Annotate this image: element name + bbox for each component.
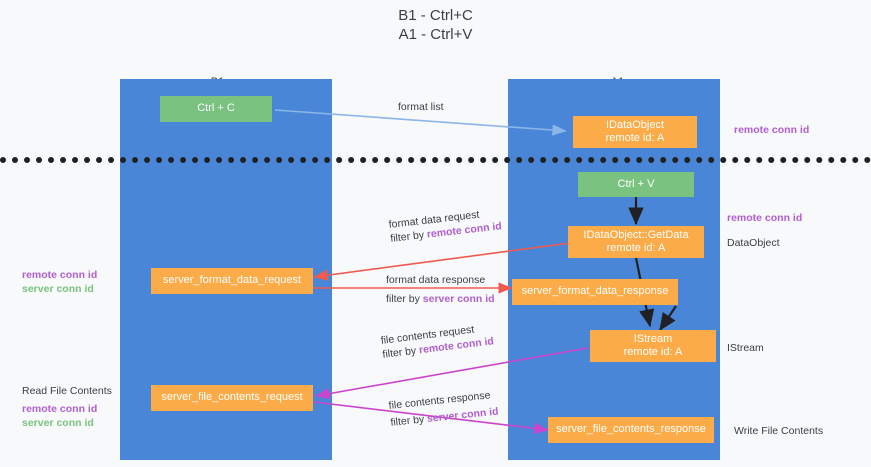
- edge-label-format-list: format list: [398, 101, 444, 113]
- edge-label-format-data-response: format data response filter by server co…: [386, 273, 495, 306]
- annotation-left-server-conn-id: server conn id: [22, 283, 94, 295]
- annotation-right-write-file-contents: Write File Contents: [734, 425, 824, 437]
- node-ctrl-c[interactable]: Ctrl + C: [160, 96, 272, 122]
- edge-label-format-data-request: format data request filter by remote con…: [388, 205, 502, 246]
- annotation-left-remote-conn-id: remote conn id: [22, 269, 98, 281]
- filter-prefix: filter by: [386, 293, 423, 305]
- annotation-right-remote-conn-id-mid: remote conn id: [727, 212, 803, 224]
- edge-label-format-data-response-main: format data response: [386, 274, 486, 286]
- filter-prefix: filter by: [381, 344, 420, 361]
- filter-prefix: filter by: [389, 413, 428, 429]
- node-server-format-data-request[interactable]: server_format_data_request: [151, 268, 313, 294]
- edge-label-file-contents-response: file contents response filter by server …: [388, 388, 499, 430]
- annotation-right-remote-conn-id-top: remote conn id: [734, 124, 810, 136]
- filter-key-server-conn-id: server conn id: [426, 405, 500, 425]
- annotation-left-read-file-contents: Read File Contents: [22, 385, 112, 397]
- edge-label-format-data-response-filter: filter by server conn id: [386, 292, 495, 306]
- edge-label-file-contents-request: file contents request filter by remote c…: [380, 320, 495, 361]
- annotation-left-remote-conn-id-2: remote conn id: [22, 403, 98, 415]
- filter-key-server-conn-id: server conn id: [422, 293, 495, 305]
- annotation-right-istream: IStream: [727, 342, 764, 354]
- annotation-left-server-conn-id-2: server conn id: [22, 417, 94, 429]
- phase-divider: [0, 157, 871, 163]
- filter-prefix: filter by: [389, 228, 428, 245]
- node-server-file-contents-request[interactable]: server_file_contents_request: [151, 385, 313, 411]
- node-server-file-contents-response[interactable]: server_file_contents_response: [548, 417, 714, 443]
- node-ctrl-v[interactable]: Ctrl + V: [578, 172, 694, 197]
- annotation-right-dataobject: DataObject: [727, 237, 780, 249]
- node-server-format-data-response[interactable]: server_format_data_response: [512, 279, 678, 305]
